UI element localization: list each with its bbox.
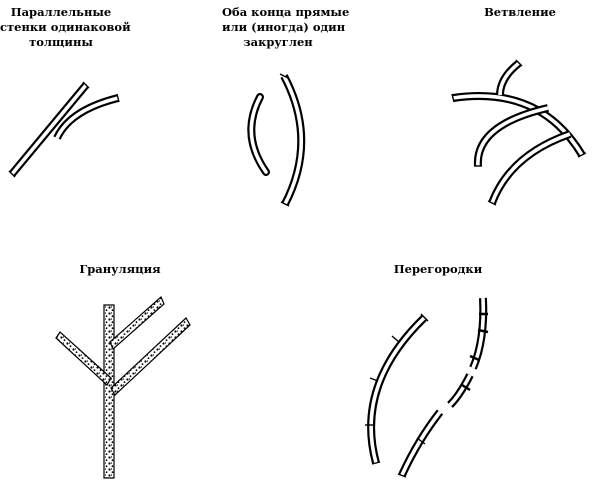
hypha-segment-left: [247, 93, 270, 176]
label-parallel-line-2: стенки одинаковой: [0, 20, 131, 34]
septate-hypha-right: [397, 297, 489, 478]
label-parallel-line-3: толщины: [29, 35, 93, 49]
granular-hypha-upper-right-branch: [109, 296, 165, 350]
label-rounded-ends: Оба конца прямые или (иногда) один закру…: [222, 5, 350, 50]
label-rounded-line-3: закруглен: [243, 35, 313, 49]
figure-branching: [451, 59, 587, 206]
figure-parallel-walls: [8, 81, 120, 178]
label-rounded-line-2: или (иногда) один: [222, 20, 346, 34]
granular-hypha-left-branch: [55, 331, 112, 386]
granular-hypha-lower-right-branch: [110, 317, 191, 396]
granular-hypha-trunk: [103, 304, 115, 479]
hypha-top-arc: [452, 91, 586, 158]
hypha-main: [8, 82, 90, 177]
label-branching: Ветвление: [484, 5, 556, 19]
hypha-middle-arc: [473, 104, 549, 167]
septate-hypha-left: [365, 313, 429, 465]
figure-septa: [365, 297, 489, 478]
hypha-branch: [53, 94, 119, 140]
hypha-lower-arc: [488, 130, 572, 205]
label-septa: Перегородки: [393, 262, 483, 276]
hypha-segment-right: [279, 73, 306, 207]
hypha-top-branch: [496, 59, 522, 96]
figure-granulation: [55, 296, 191, 479]
label-granulation: Грануляция: [79, 262, 161, 276]
figure-rounded-ends: [247, 73, 306, 207]
label-parallel-line-1: Параллельные: [10, 5, 112, 19]
label-parallel-walls: Параллельные стенки одинаковой толщины: [0, 5, 131, 50]
label-rounded-line-1: Оба конца прямые: [222, 5, 350, 19]
